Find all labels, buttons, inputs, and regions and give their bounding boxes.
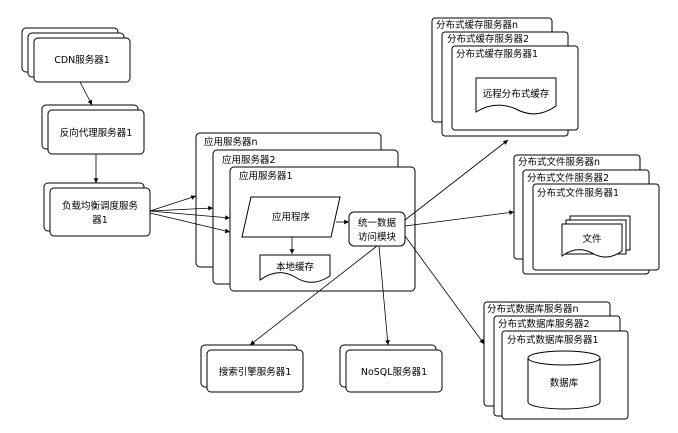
connectors bbox=[79, 81, 515, 346]
arrow-lb-to-app-2 bbox=[149, 205, 214, 212]
database-cylinder-icon bbox=[527, 350, 601, 410]
file-server-2-label: 分布式文件服务器2 bbox=[527, 172, 609, 184]
cdn-server-label: CDN服务器1 bbox=[54, 54, 110, 66]
arrow-access-to-nosql bbox=[378, 245, 390, 346]
arrow-access-to-file-cluster bbox=[404, 210, 515, 227]
app-program-label: 应用程序 bbox=[272, 211, 311, 223]
load-balancer-label-line2: 器1 bbox=[92, 215, 108, 226]
distributed-db-stack: 分布式数据库服务器n 分布式数据库服务器2 分布式数据库服务器1 数据库 bbox=[483, 301, 629, 420]
load-balancer-stack: 负载均衡调度服务 器1 bbox=[43, 182, 151, 237]
arrow-lb-to-app-1 bbox=[149, 210, 231, 220]
app-program-shape bbox=[241, 196, 341, 238]
arrow-access-to-cache-cluster bbox=[404, 139, 509, 221]
load-balancer-label-line1: 负载均衡调度服务 bbox=[62, 200, 139, 212]
remote-cache-label: 远程分布式缓存 bbox=[483, 88, 550, 100]
local-cache-label: 本地缓存 bbox=[276, 261, 315, 273]
nosql-label: NoSQL服务器1 bbox=[361, 366, 427, 378]
app-server-2-label: 应用服务器2 bbox=[222, 154, 276, 166]
data-access-label-line2: 访问模块 bbox=[358, 231, 397, 243]
search-engine-stack: 搜索引擎服务器1 bbox=[200, 344, 304, 393]
remote-cache-shape bbox=[475, 77, 557, 115]
reverse-proxy-label: 反向代理服务器1 bbox=[60, 127, 133, 139]
cdn-server-stack: CDN服务器1 bbox=[21, 27, 131, 83]
arrow-lb-to-app-extra bbox=[149, 212, 231, 234]
file-server-1-label: 分布式文件服务器1 bbox=[537, 187, 619, 199]
arrow-lb-to-app-n bbox=[149, 195, 197, 212]
db-server-n-label: 分布式数据库服务器n bbox=[487, 303, 579, 315]
file-label: 文件 bbox=[582, 233, 602, 245]
db-server-1-label: 分布式数据库服务器1 bbox=[507, 334, 599, 346]
db-server-2-label: 分布式数据库服务器2 bbox=[498, 318, 590, 330]
arrow-cdn-to-proxy bbox=[79, 81, 93, 106]
reverse-proxy-stack: 反向代理服务器1 bbox=[41, 104, 145, 155]
app-server-n-label: 应用服务器n bbox=[204, 136, 258, 148]
local-cache-shape bbox=[259, 254, 331, 283]
file-document-icon bbox=[561, 215, 631, 258]
distributed-cache-stack: 分布式缓存服务器n 分布式缓存服务器2 分布式缓存服务器1 远程分布式缓存 bbox=[431, 17, 579, 137]
cache-server-2-label: 分布式缓存服务器2 bbox=[447, 33, 529, 45]
cache-server-1-label: 分布式缓存服务器1 bbox=[456, 48, 538, 60]
database-label: 数据库 bbox=[550, 377, 579, 389]
cache-server-n-label: 分布式缓存服务器n bbox=[436, 19, 518, 31]
data-access-label-line1: 统一数据 bbox=[358, 217, 397, 229]
app-server-1-label: 应用服务器1 bbox=[239, 170, 293, 182]
file-server-n-label: 分布式文件服务器n bbox=[518, 156, 600, 168]
search-engine-label: 搜索引擎服务器1 bbox=[219, 366, 292, 378]
arrow-access-to-search bbox=[249, 245, 378, 346]
app-server-stack: 应用服务器n 应用服务器2 应用服务器1 应用程序 本地缓存 统一数据 访问模块 bbox=[195, 132, 416, 292]
arrow-access-to-db-cluster bbox=[404, 235, 485, 345]
distributed-file-stack: 分布式文件服务器n 分布式文件服务器2 分布式文件服务器1 文件 bbox=[513, 154, 660, 275]
nosql-stack: NoSQL服务器1 bbox=[339, 344, 443, 393]
